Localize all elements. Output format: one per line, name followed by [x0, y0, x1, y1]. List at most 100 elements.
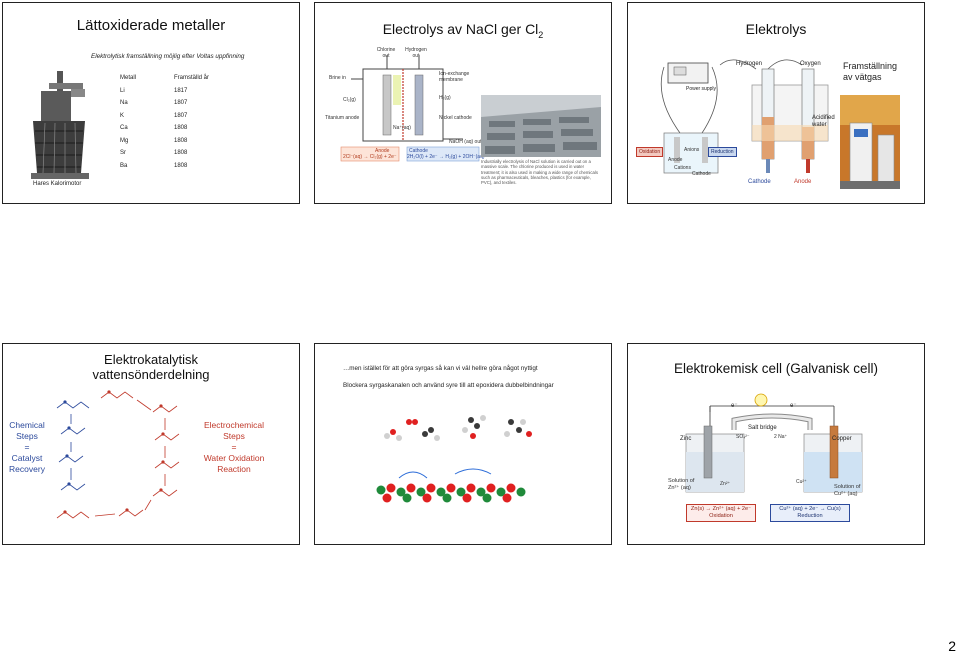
ion-exchange-label: Ion-exchange membrane [439, 71, 470, 83]
slide-title: Lättoxiderade metaller [76, 17, 226, 34]
text-line: Recovery [9, 464, 45, 474]
cathode-equation: 2H₂O(l) + 2e⁻ → H₂(g) + 2OH⁻(aq) [407, 154, 485, 160]
table-cell: 1808 [174, 162, 188, 169]
hydrogen-station-photo [840, 95, 900, 189]
anode-equation: 2Cl⁻(aq) → Cl₂(g) + 2e⁻ [343, 154, 397, 160]
zinc-solution-label: Solution of Zn²⁺ (aq) [668, 478, 695, 491]
table-cell: 1817 [174, 87, 188, 94]
table-cell: 1807 [174, 112, 188, 119]
cl2-label: Cl₂(g) [343, 97, 356, 103]
chemical-steps-text: Chemical Steps = Catalyst Recovery [7, 420, 47, 475]
hydrogen-label: Hydrogen [736, 61, 763, 67]
hydrogen-out-label: Hydrogen out [405, 47, 427, 59]
kalorimotor-illustration [31, 71, 89, 179]
table-cell: 1808 [174, 125, 188, 131]
titanium-anode-label: Titanium anode [325, 115, 360, 121]
zn2-ion-label: Zn²⁺ [720, 481, 731, 487]
cathode-label: Cathode [692, 171, 711, 177]
oxidation-box: Oxidation [636, 147, 664, 157]
slide-subtitle: Elektrolytisk framställning möjlig efter… [91, 53, 245, 60]
photo-caption: Industrially electrolysis of NaCl soluti… [481, 159, 599, 186]
electrochemical-steps-text: Electrochemical Steps = Water Oxidation … [199, 420, 269, 475]
slide-title: Electrolys av NaCl ger Cl2 [315, 21, 611, 40]
table-row: Sr 1808 [120, 150, 209, 163]
text-line: Steps [223, 431, 245, 441]
slide-galvanisk-cell: Elektrokemisk cell (Galvanisk cell) e⁻ e… [627, 343, 925, 545]
h2-label: H₂(g) [439, 95, 451, 101]
title-text: Electrolys av NaCl ger Cl [382, 21, 539, 37]
table-cell: Sr [120, 150, 126, 156]
cu2-ion-label: Cu²⁺ [796, 479, 807, 485]
chlor-alkali-cell-diagram [340, 55, 480, 162]
title-subscript: 2 [538, 29, 544, 40]
table-header-row: Metall Framställd år [120, 75, 209, 88]
text-line: Reaction [217, 464, 251, 474]
text-line: Chemical [9, 420, 45, 430]
table-cell: Li [120, 87, 125, 94]
reduction-equation: Cu²⁺ (aq) + 2e⁻ → Cu(s) [779, 506, 841, 512]
slide-epoxidation: …men istället för att göra syrgas så kan… [314, 343, 612, 545]
table-cell: Na [120, 100, 128, 106]
cathode-label: Cathode [409, 148, 428, 154]
oxidation-box: Zn(s) → Zn²⁺ (aq) + 2e⁻ Oxidation [686, 504, 756, 522]
power-supply-label: Power supply [686, 86, 717, 92]
slide-title: Elektrokemisk cell (Galvanisk cell) [673, 361, 879, 376]
anions-label: Anions [684, 147, 700, 153]
text-line: Steps [16, 431, 38, 441]
nickel-cathode-label: Nickel cathode [439, 115, 472, 121]
text-line: = [24, 442, 30, 452]
epoxidation-molecular-illustration [376, 415, 532, 503]
electron-left-label: e⁻ [731, 403, 738, 409]
naoh-out-label: NaOH (aq) out [449, 139, 482, 145]
table-row: Li 1817 [120, 88, 209, 101]
salt-bridge-label: Salt bridge [748, 425, 777, 431]
table-cell: K [120, 112, 125, 119]
slide-lattoxiderade-metaller: Lättoxiderade metaller Elektrolytisk fra… [2, 2, 300, 204]
table-cell: 1807 [174, 100, 188, 106]
column-header: Framställd år [174, 75, 210, 81]
text-line-2: Blockera syrgaskanalen och använd syre t… [343, 382, 554, 389]
oxidation-label: Oxidation [709, 513, 733, 519]
slide-title: Elektrokatalytisk vattensönderdelning [3, 352, 299, 382]
anode-bottom-label: Anode [794, 179, 812, 185]
table-cell: 1808 [174, 150, 188, 156]
column-header: Metall [120, 75, 137, 81]
table-row: K 1807 [120, 113, 209, 126]
galvanic-cell-diagram [685, 393, 863, 493]
sodium-label: 2 Na⁺ [774, 434, 788, 440]
oxidation-equation: Zn(s) → Zn²⁺ (aq) + 2e⁻ [690, 506, 752, 512]
table-row: Na 1807 [120, 100, 209, 113]
text-line: = [231, 442, 237, 452]
table-row: Ba 1808 [120, 163, 209, 176]
text-line-1: …men istället för att göra syrgas så kan… [343, 365, 538, 372]
reduction-box: Reduction [708, 147, 737, 157]
text-line: Water Oxidation [203, 453, 265, 463]
table-row: Ca 1808 [120, 125, 209, 138]
anode-label: Anode [375, 148, 390, 154]
sulfate-label: SO₄²⁻ [736, 434, 750, 440]
table-cell: Ca [120, 125, 128, 131]
slide-title: Elektrolys [745, 21, 807, 37]
brine-in-label: Brine in [329, 75, 346, 81]
slide-elektrolys: Elektrolys Framställning av vätgas Power… [627, 2, 925, 204]
catalytic-cycle-diagram [56, 390, 180, 519]
zinc-label: Zinc [680, 436, 692, 442]
page-number: 2 [948, 638, 956, 654]
image-caption: Hares Kalorimotor [33, 181, 82, 187]
slide-elektrokatalytisk: Elektrokatalytisk vattensönderdelning Ch… [2, 343, 300, 545]
acidified-water-label: Acidified water [812, 115, 835, 128]
title-line-1: Elektrokatalytisk [104, 352, 198, 367]
text-line: Electrochemical [204, 420, 264, 430]
oxygen-label: Oxygen [800, 61, 821, 67]
cations-label: Cations [674, 165, 691, 171]
reduction-box: Cu²⁺ (aq) + 2e⁻ → Cu(s) Reduction [770, 504, 850, 522]
anode-label: Anode [668, 157, 683, 163]
table-cell: Ba [120, 162, 128, 169]
chlorine-out-label: Chlorine out [376, 47, 396, 59]
slide-electrolys-nacl: Electrolys av NaCl ger Cl2 Chlorine out … [314, 2, 612, 204]
metal-table: Metall Framställd år Li 1817 Na 1807 K 1807… [120, 75, 209, 175]
table-cell: Mg [120, 137, 129, 144]
copper-label: Copper [832, 436, 852, 442]
industrial-plant-photo [481, 95, 601, 157]
